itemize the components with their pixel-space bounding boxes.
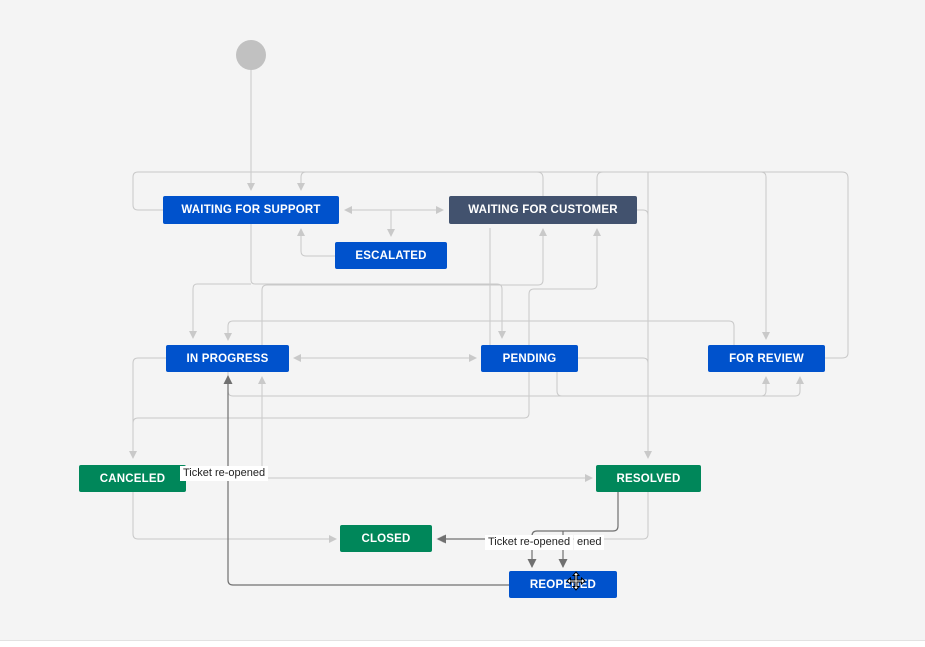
transition-edge bbox=[556, 372, 804, 397]
status-waiting-for-customer[interactable]: WAITING FOR CUSTOMER bbox=[449, 196, 637, 224]
status-for-review[interactable]: FOR REVIEW bbox=[708, 345, 825, 372]
transition-edge bbox=[297, 228, 335, 257]
transition-edge bbox=[189, 283, 251, 339]
status-label: ESCALATED bbox=[355, 249, 427, 262]
transition-edge bbox=[578, 357, 649, 364]
status-label: WAITING FOR SUPPORT bbox=[181, 204, 321, 216]
status-label: RESOLVED bbox=[616, 472, 681, 485]
status-label: FOR REVIEW bbox=[729, 352, 804, 365]
status-resolved[interactable]: RESOLVED bbox=[596, 465, 701, 492]
transition-edge bbox=[528, 228, 601, 345]
move-cursor-icon bbox=[566, 571, 586, 591]
transition-edge bbox=[297, 171, 544, 196]
transition-edge bbox=[227, 372, 770, 397]
status-label: CLOSED bbox=[361, 532, 411, 545]
status-in-progress[interactable]: IN PROGRESS bbox=[166, 345, 289, 372]
status-label: IN PROGRESS bbox=[186, 352, 269, 365]
transition-edge-active bbox=[223, 375, 509, 586]
status-pending[interactable]: PENDING bbox=[481, 345, 578, 372]
status-label: PENDING bbox=[502, 352, 557, 365]
status-label: CANCELED bbox=[99, 472, 166, 485]
transition-edge bbox=[132, 372, 530, 424]
status-label: REOPENED bbox=[529, 578, 597, 591]
transition-edge bbox=[261, 228, 547, 345]
transition-edge bbox=[637, 209, 649, 216]
status-canceled[interactable]: CANCELED bbox=[79, 465, 186, 492]
transition-edge bbox=[596, 171, 770, 340]
status-waiting-for-support[interactable]: WAITING FOR SUPPORT bbox=[163, 196, 339, 224]
transition-label-ticket-reopened-partial[interactable]: ened bbox=[574, 535, 605, 550]
transition-label-ticket-reopened[interactable]: Ticket re-opened bbox=[485, 535, 574, 550]
bottom-strip bbox=[0, 640, 925, 647]
status-closed[interactable]: CLOSED bbox=[340, 525, 432, 552]
transition-label-ticket-reopened[interactable]: Ticket re-opened bbox=[180, 466, 269, 481]
transition-edge bbox=[224, 320, 735, 345]
transition-edge-active bbox=[527, 492, 619, 568]
status-escalated[interactable]: ESCALATED bbox=[335, 242, 447, 269]
transition-edge bbox=[129, 357, 166, 459]
transition-edge bbox=[481, 228, 491, 353]
transition-edge bbox=[250, 224, 506, 339]
start-circle[interactable] bbox=[236, 40, 266, 70]
status-label: WAITING FOR CUSTOMER bbox=[468, 204, 618, 216]
status-reopened[interactable]: REOPENED bbox=[509, 571, 617, 598]
transition-edge bbox=[436, 492, 649, 543]
transition-edge bbox=[132, 492, 337, 543]
